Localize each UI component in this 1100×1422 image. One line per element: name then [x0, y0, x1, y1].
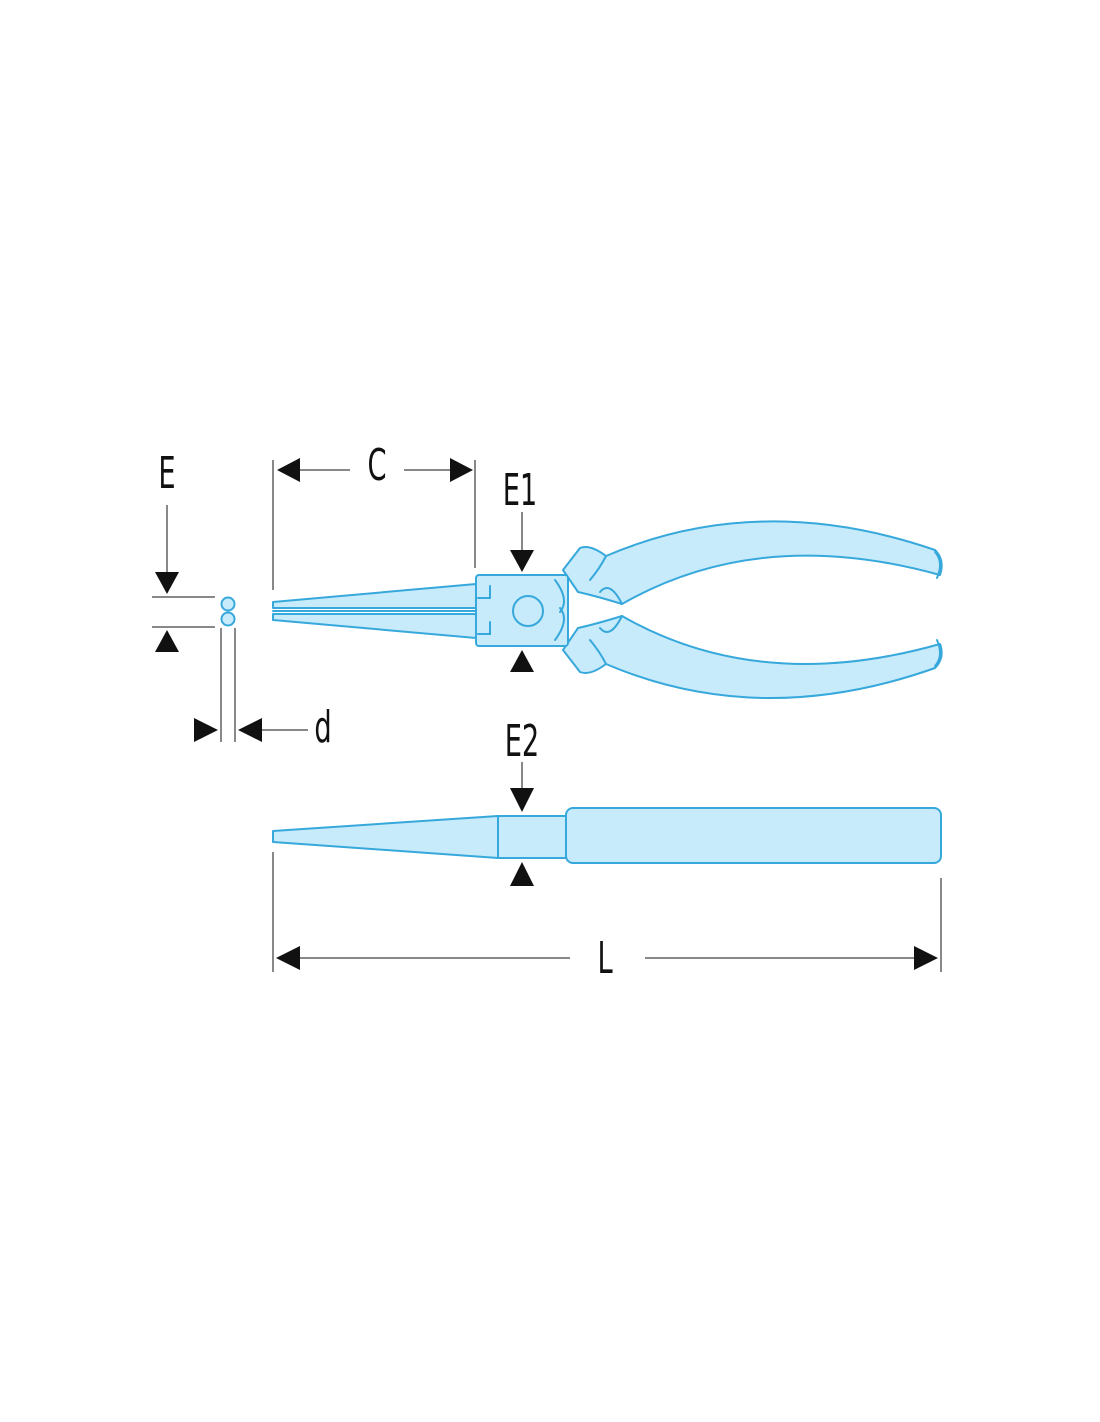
- tip-circle-lower: [220, 611, 236, 627]
- lower-handle-edge-line: [589, 615, 623, 665]
- dimension-c: C: [272, 439, 476, 590]
- pivot-rivet: [512, 595, 544, 627]
- l-arrow-left: [276, 946, 300, 970]
- dimension-e1: E1: [503, 464, 538, 672]
- upper-handle-edge-line: [589, 555, 623, 605]
- c-label: C: [367, 439, 386, 491]
- tip-circle-upper: [220, 596, 236, 612]
- side-joint: [497, 815, 569, 859]
- e2-label: E2: [505, 715, 540, 767]
- d-label: d: [314, 701, 331, 753]
- d-arrow-left: [238, 718, 262, 742]
- tip-cross-section: [220, 596, 236, 627]
- e1-arrow-down: [510, 550, 534, 572]
- d-arrow-right: [194, 718, 218, 742]
- e-label: E: [158, 447, 175, 499]
- e-arrow-down: [155, 572, 179, 594]
- side-jaw: [272, 815, 499, 859]
- dimension-e2: E2: [505, 715, 540, 886]
- side-handle: [565, 807, 942, 864]
- dimension-d: d: [194, 628, 332, 753]
- lower-jaw: [272, 613, 477, 639]
- dimension-l: L: [272, 852, 942, 984]
- joint-inner-line: [477, 579, 565, 641]
- lower-handle: [562, 615, 943, 700]
- c-arrow-left: [277, 458, 300, 482]
- l-label: L: [598, 932, 614, 984]
- l-arrow-right: [914, 946, 938, 970]
- e1-label: E1: [503, 464, 538, 516]
- dimension-e: E: [152, 447, 215, 652]
- e-arrow-up: [155, 630, 179, 652]
- upper-handle: [562, 520, 943, 605]
- e1-arrow-up: [510, 650, 534, 672]
- e2-arrow-up: [510, 862, 534, 886]
- pliers-top-view: [272, 520, 943, 700]
- lower-handle-end-line: [934, 639, 941, 667]
- pliers-side-view: [272, 807, 942, 864]
- c-arrow-right: [450, 458, 473, 482]
- upper-jaw: [272, 583, 477, 609]
- e2-arrow-down: [510, 788, 534, 812]
- upper-handle-end-line: [934, 551, 941, 579]
